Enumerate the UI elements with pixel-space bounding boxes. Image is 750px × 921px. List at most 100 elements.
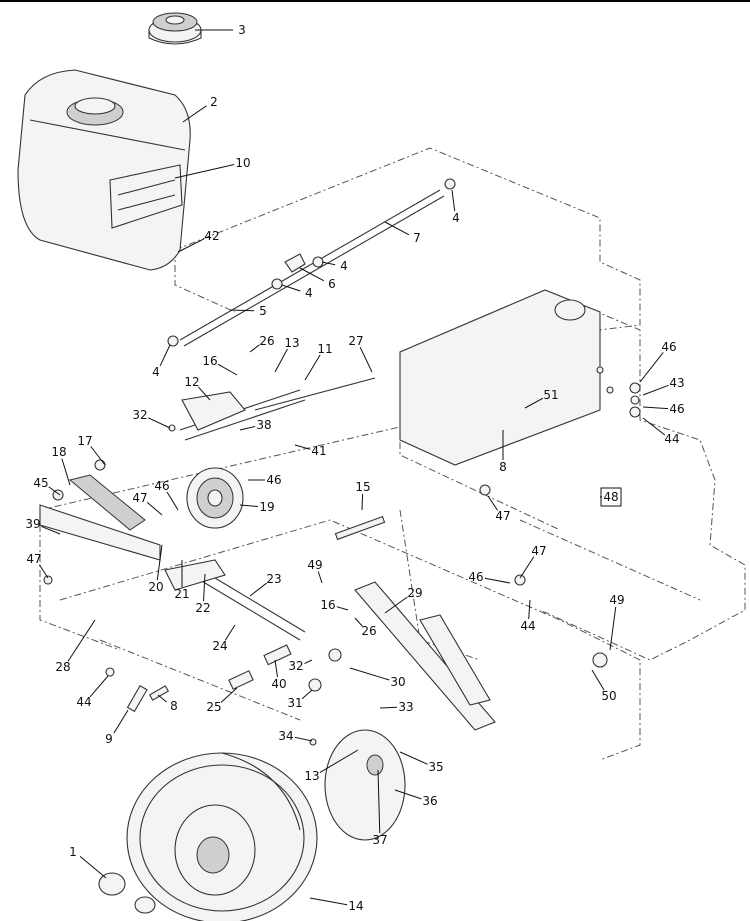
callout-label-1: 1: [69, 845, 77, 859]
callout-label-36: 36: [422, 794, 437, 808]
callout-label-32: 32: [288, 659, 303, 673]
callout-label-35: 35: [428, 760, 443, 774]
callout-label-7: 7: [413, 231, 421, 245]
callout-leader-26: [354, 617, 363, 627]
callout-label-4: 4: [452, 211, 460, 225]
callout-leader-40: [274, 659, 279, 678]
callout-label-12: 12: [184, 375, 199, 389]
callout-label-47: 47: [26, 552, 41, 566]
callout-leader-30: [349, 667, 390, 681]
callout-leader-11: [304, 354, 321, 381]
callout-leader-13: [319, 749, 359, 773]
fuel-tank: [17, 69, 191, 271]
wheel-cap: [98, 872, 156, 914]
callout-leader-50: [591, 669, 605, 691]
callout-leader-46: [166, 491, 179, 511]
callout-label-21: 21: [174, 587, 189, 601]
callout-label-47: 47: [495, 509, 510, 523]
callout-label-31: 31: [287, 696, 302, 710]
callout-leader-8: [157, 694, 167, 703]
callout-label-16: 16: [202, 354, 217, 368]
control-linkage: [164, 377, 386, 641]
callout-leader-46: [639, 352, 664, 383]
callout-label-33: 33: [398, 700, 413, 714]
callout-label-49: 49: [307, 558, 322, 572]
callout-label-26: 26: [361, 624, 376, 638]
callout-label-25: 25: [206, 700, 221, 714]
callout-leader-6: [299, 267, 325, 282]
lever-arm: [39, 474, 161, 561]
callout-label-11: 11: [317, 342, 332, 356]
callout-leader-19: [239, 504, 259, 507]
callout-leader-32: [148, 417, 171, 429]
callout-leader-38: [239, 425, 256, 431]
callout-label-46: 46: [669, 402, 684, 416]
callout-leader-31: [301, 689, 313, 700]
callout-label-4: 4: [340, 259, 348, 273]
callout-label-43: 43: [669, 376, 684, 390]
callout-label-40: 40: [271, 677, 286, 691]
callout-label-44: 44: [664, 432, 679, 446]
callout-label-34: 34: [278, 729, 293, 743]
callout-leader-34: [294, 736, 313, 742]
callout-label-30: 30: [390, 675, 405, 689]
callout-label-38: 38: [256, 418, 271, 432]
callout-leader-26: [249, 344, 260, 353]
fuel-cap: [148, 12, 202, 45]
callout-label-15: 15: [355, 480, 370, 494]
callout-leader-4: [159, 344, 171, 366]
callout-leader-37: [377, 769, 381, 834]
mounting-bracket-right: [399, 289, 614, 466]
callout-leader-36: [394, 789, 422, 800]
callout-leader-4: [451, 189, 456, 212]
callout-leader-41: [294, 444, 311, 450]
callout-label-13: 13: [304, 769, 319, 783]
callout-leader-22: [203, 573, 206, 602]
callout-leader-9: [113, 709, 129, 734]
callout-label-6: 6: [328, 277, 336, 291]
callout-label-8: 8: [499, 460, 507, 474]
callout-label-47: 47: [531, 544, 546, 558]
callout-label-44: 44: [76, 695, 91, 709]
callout-label-4: 4: [152, 365, 160, 379]
callout-leader-39: [41, 525, 61, 535]
wheel: [126, 752, 318, 921]
callout-leader-47: [38, 564, 49, 579]
callout-leader-47: [146, 501, 163, 516]
callout-leader-49: [609, 606, 617, 651]
callout-label-41: 41: [311, 444, 326, 458]
callout-leader-10: [174, 164, 235, 179]
pulley: [186, 467, 244, 529]
callout-label-39: 39: [25, 517, 40, 531]
callout-label-14: 14: [348, 899, 363, 913]
callout-label-19: 19: [259, 500, 274, 514]
callout-leader-33: [379, 706, 398, 709]
callout-leader-23: [249, 582, 267, 597]
callout-leader-4: [281, 284, 301, 292]
callout-leader-18: [61, 458, 71, 486]
callout-label-2: 2: [210, 95, 218, 109]
callout-leader-16: [217, 363, 238, 376]
callout-leader-12: [197, 386, 211, 401]
callout-label-29: 29: [407, 586, 422, 600]
callout-label-46: 46: [661, 340, 676, 354]
callout-leader-25: [220, 687, 238, 703]
callout-leader-42: [177, 238, 205, 253]
callout-leader-51: [524, 397, 544, 409]
callout-leader-28: [67, 619, 96, 662]
callout-leader-1: [79, 855, 107, 879]
callout-leader-15: [361, 493, 364, 511]
callout-label-27: 27: [348, 334, 363, 348]
callout-label-46: 46: [266, 473, 281, 487]
callout-label-37: 37: [372, 833, 387, 847]
callout-label-45: 45: [33, 476, 48, 490]
callout-leader-7: [384, 221, 410, 236]
callout-leader-45: [48, 486, 61, 496]
callout-leader-46: [484, 577, 511, 584]
callout-label-20: 20: [148, 580, 163, 594]
callout-leader-14: [309, 897, 348, 906]
callout-box-48: [600, 487, 622, 507]
callout-leader-32: [304, 659, 313, 664]
callout-leader-44: [89, 675, 109, 698]
